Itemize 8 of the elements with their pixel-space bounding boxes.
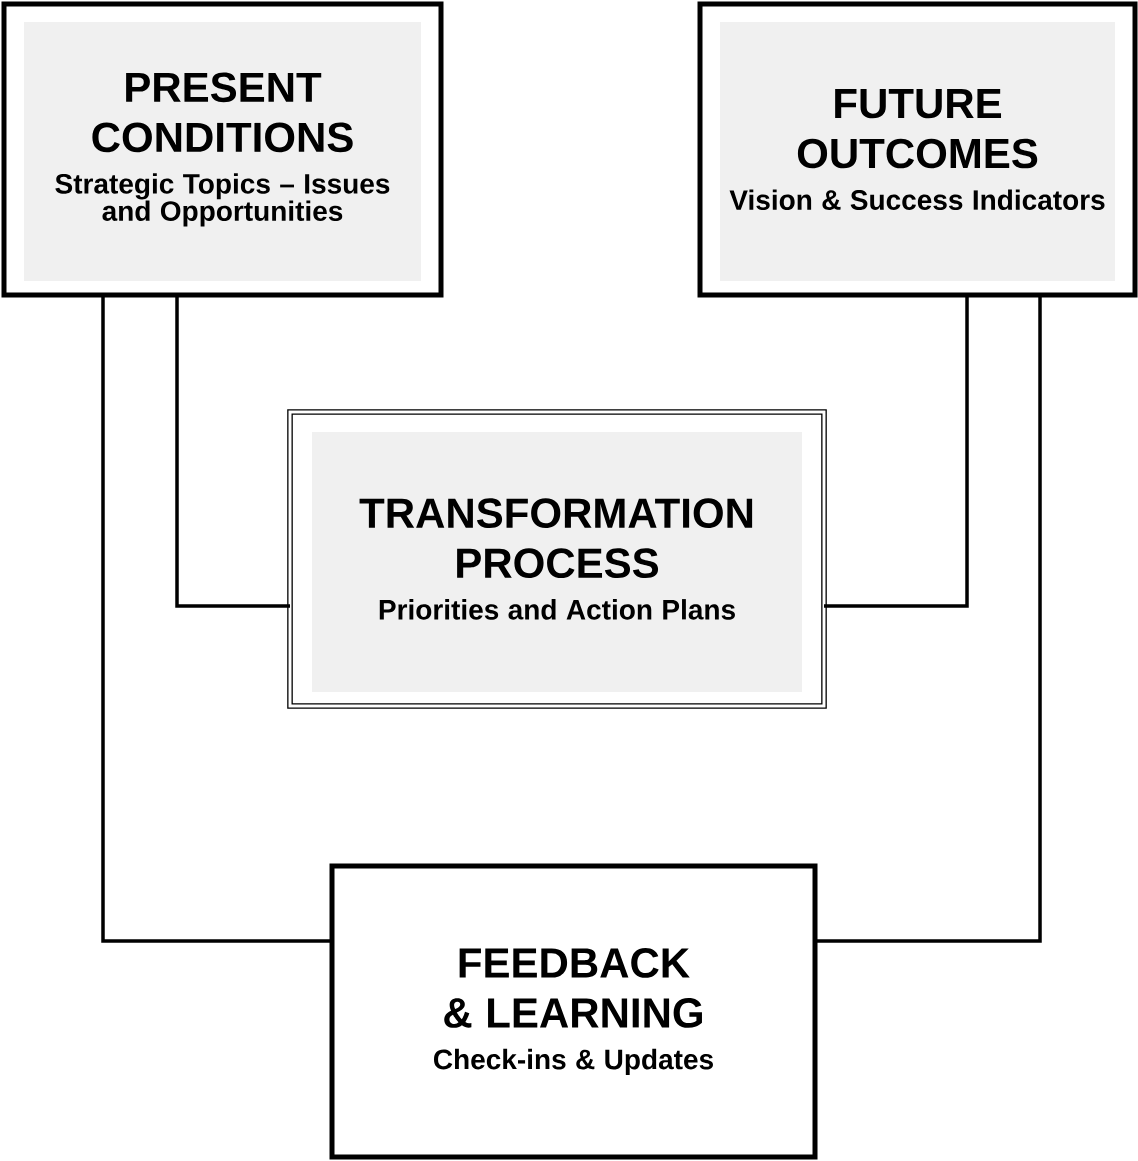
connector-line bbox=[824, 295, 969, 608]
process-box: TRANSFORMATION PROCESS Priorities and Action Plans bbox=[287, 409, 827, 709]
outcome-box: FUTURE OUTCOMES Vision & Success Indicators bbox=[697, 1, 1138, 298]
condition-box: PRESENT CONDITIONS Strategic Topics – Issues and Opportunities bbox=[1, 1, 444, 298]
feedback-box: FEEDBACK & LEARNING Check-ins & Updates bbox=[329, 863, 818, 1160]
connector-line bbox=[101, 295, 332, 943]
connector-line bbox=[815, 295, 1042, 943]
connector-line bbox=[175, 295, 290, 608]
